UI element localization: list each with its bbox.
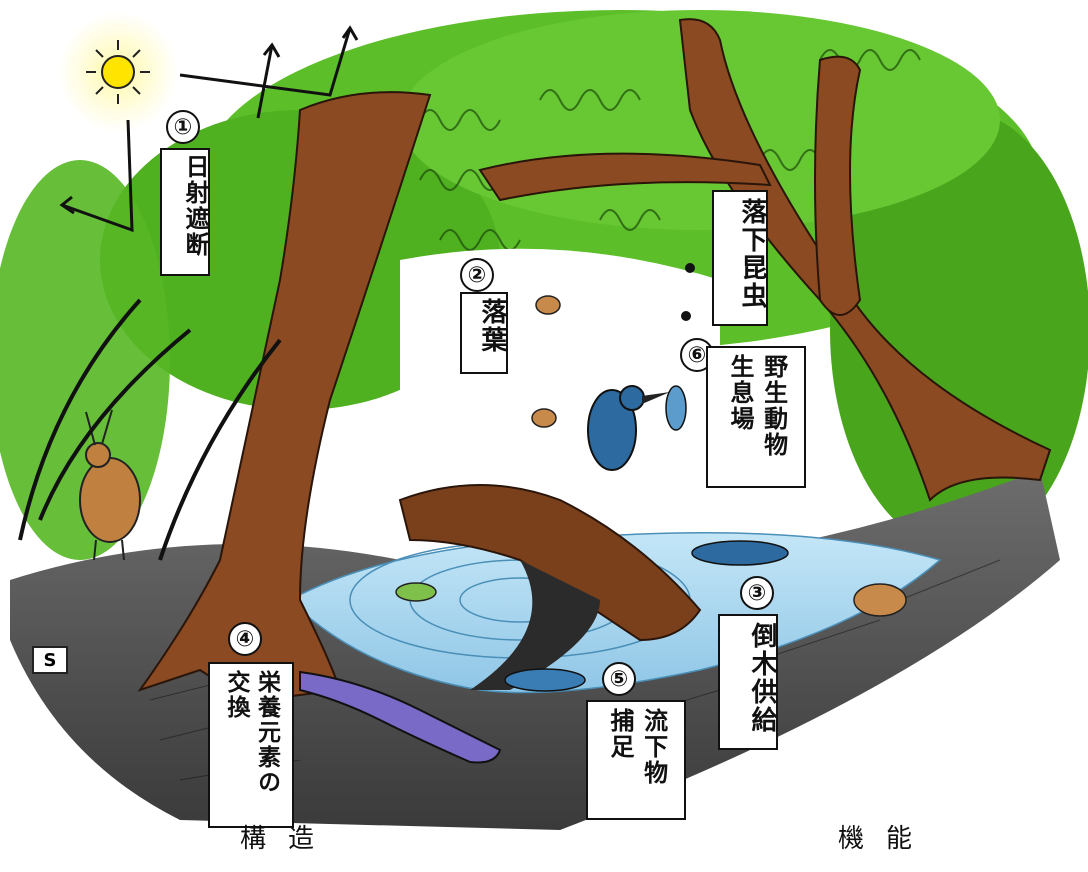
fish bbox=[504, 540, 789, 692]
artist-logo: S bbox=[32, 646, 68, 674]
label-nutrient-exchange: 栄養元素の 交換 bbox=[208, 662, 294, 828]
fallen-log bbox=[398, 484, 702, 642]
number-badge-1: ① bbox=[166, 110, 200, 144]
number-badge-5: ⑤ bbox=[602, 662, 636, 696]
label-nutrient-exchange-col1: 交換 bbox=[223, 670, 249, 720]
caption-structure: 構造 bbox=[240, 824, 337, 854]
label-fallen-tree: 倒木供給 bbox=[718, 614, 778, 750]
insects bbox=[681, 263, 695, 321]
label-sun-shade: 日射遮断 bbox=[160, 148, 210, 276]
v-shaped-tree bbox=[478, 18, 1052, 502]
falling-leaves bbox=[395, 295, 907, 617]
caption-function: 機能 bbox=[838, 824, 935, 854]
label-drift-capture-col1: 捕足 bbox=[606, 708, 634, 760]
number-badge-3: ③ bbox=[740, 576, 774, 610]
label-drift-capture: 流下物 捕足 bbox=[586, 700, 686, 820]
number-badge-2: ② bbox=[460, 258, 494, 292]
label-leaf-litter: 落葉 bbox=[460, 292, 508, 374]
label-falling-insects: 落下昆虫 bbox=[712, 190, 768, 326]
label-wildlife-habitat: 野生動物 生息場 bbox=[706, 346, 806, 488]
label-drift-capture-col2: 流下物 bbox=[639, 708, 668, 786]
deer bbox=[79, 409, 141, 561]
sun-icon bbox=[58, 12, 178, 132]
number-badge-4: ④ bbox=[228, 622, 262, 656]
label-wildlife-habitat-col2: 野生動物 bbox=[759, 354, 788, 458]
kingfisher-bird bbox=[587, 385, 687, 471]
label-wildlife-habitat-col1: 生息場 bbox=[726, 354, 754, 432]
sunlight-arrows bbox=[59, 25, 359, 233]
salamander bbox=[299, 670, 502, 764]
bare-trees bbox=[18, 298, 282, 561]
label-nutrient-exchange-col2: 栄養元素の bbox=[253, 670, 280, 795]
